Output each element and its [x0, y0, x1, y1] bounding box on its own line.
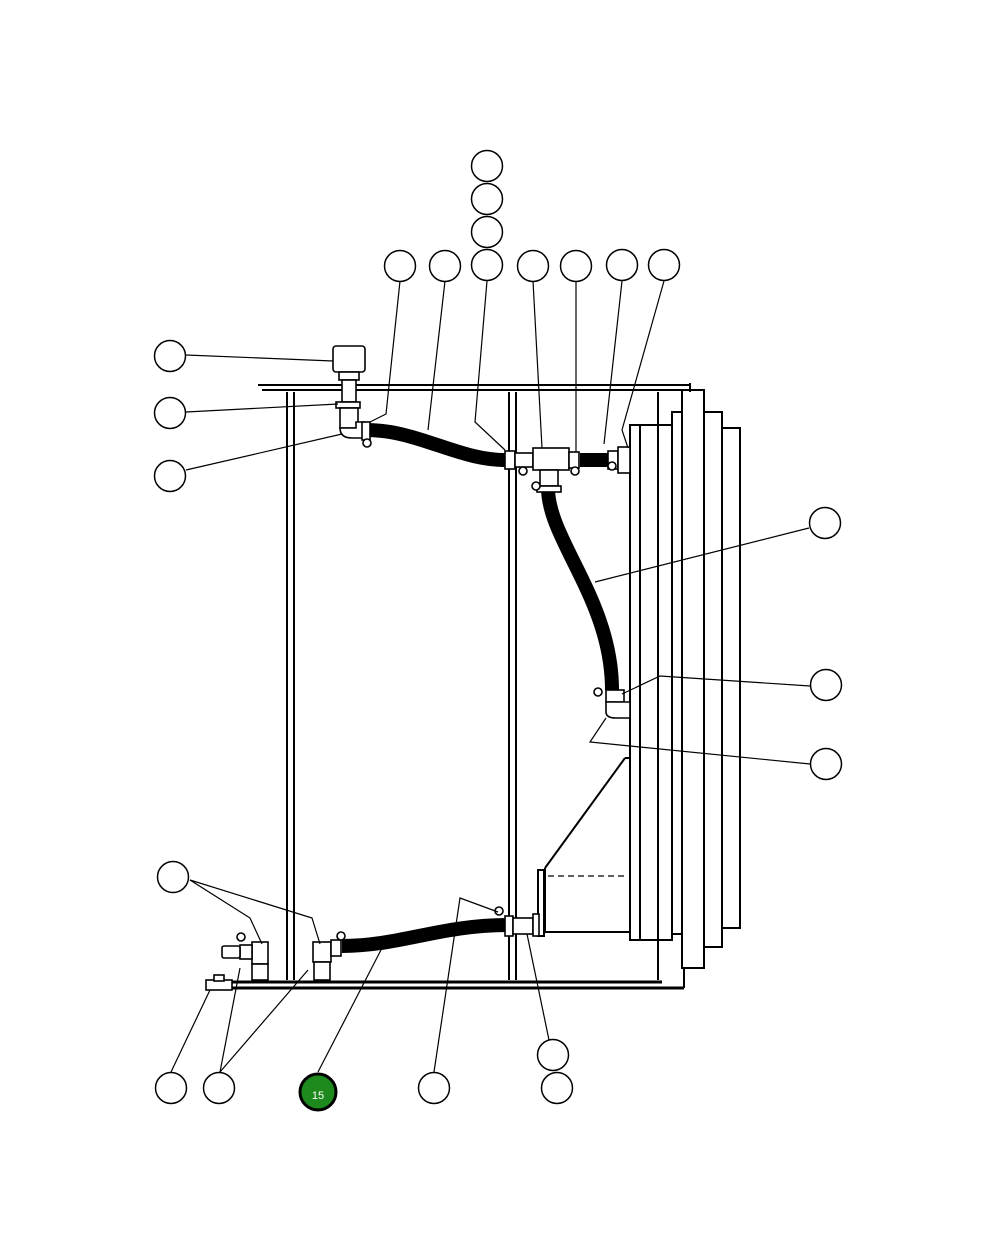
callout-highlighted[interactable]: 15	[298, 1072, 338, 1112]
callout[interactable]	[470, 149, 504, 183]
callout[interactable]	[808, 506, 842, 540]
callout[interactable]	[383, 249, 417, 283]
callout[interactable]	[809, 747, 843, 781]
callout[interactable]	[470, 182, 504, 216]
callout[interactable]	[809, 668, 843, 702]
fittings	[205, 345, 631, 991]
callout[interactable]	[559, 249, 593, 283]
callout[interactable]	[470, 248, 504, 282]
callout[interactable]	[154, 1071, 188, 1105]
upper-hose	[365, 423, 511, 468]
callout[interactable]	[153, 339, 187, 373]
callout[interactable]	[540, 1071, 574, 1105]
callout[interactable]	[536, 1038, 570, 1072]
callout[interactable]	[516, 249, 550, 283]
callout-label: 15	[312, 1090, 324, 1102]
callout[interactable]	[647, 248, 681, 282]
callout[interactable]	[605, 248, 639, 282]
callout[interactable]	[153, 396, 187, 430]
leader-lines	[170, 280, 811, 1073]
callout[interactable]	[202, 1071, 236, 1105]
callout[interactable]	[153, 459, 187, 493]
lower-hose	[341, 918, 509, 953]
housing-frame	[206, 383, 741, 990]
callout[interactable]	[156, 860, 190, 894]
callout[interactable]	[417, 1071, 451, 1105]
hose-assembly	[341, 423, 619, 953]
diagonal-hose	[541, 487, 619, 691]
callout[interactable]	[428, 249, 462, 283]
callout[interactable]	[470, 215, 504, 249]
callouts: 15	[153, 149, 843, 1112]
